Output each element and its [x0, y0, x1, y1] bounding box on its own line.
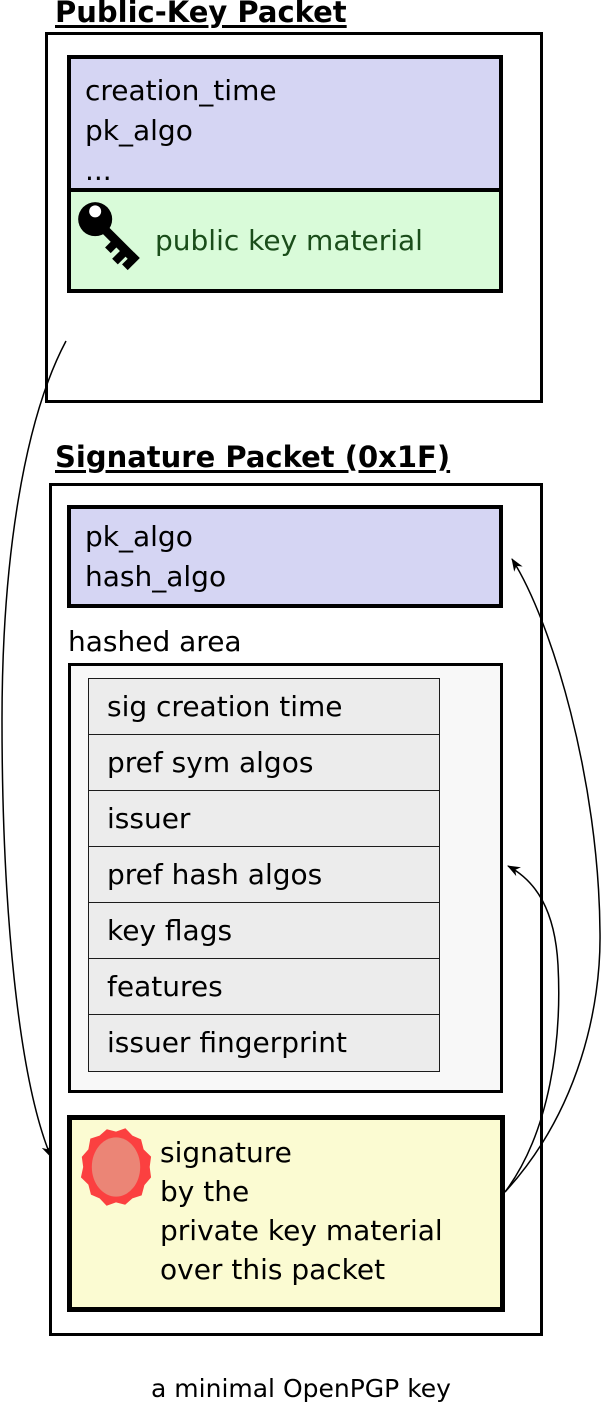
subpacket-row: pref hash algos — [89, 847, 439, 903]
signature-description-line: by the — [160, 1175, 250, 1208]
public-key-packet-title: Public-Key Packet — [55, 0, 347, 29]
signature-description-line: over this packet — [160, 1253, 386, 1286]
public-key-material-section: public key material — [71, 192, 499, 289]
subpacket-row: issuer fingerprint — [89, 1015, 439, 1071]
public-key-material-label: public key material — [155, 224, 423, 257]
seal-icon — [80, 1128, 152, 1206]
signature-value-box: signature by the private key material over … — [67, 1115, 505, 1312]
public-key-header-fields: creation_time pk_algo... — [71, 59, 499, 192]
signature-description: signature by the private key material over … — [160, 1133, 443, 1289]
subpacket-row: sig creation time — [89, 679, 439, 735]
signature-description-line: signature — [160, 1136, 292, 1169]
field-label: pk_algo — [85, 114, 193, 147]
key-icon — [78, 201, 140, 270]
subpacket-row: issuer — [89, 791, 439, 847]
diagram-caption: a minimal OpenPGP key — [151, 1374, 451, 1403]
field-label: hash_algo — [85, 560, 227, 593]
subpacket-row: key flags — [89, 903, 439, 959]
signature-packet-title: Signature Packet (0x1F) — [55, 440, 451, 474]
hashed-area-label: hashed area — [68, 625, 242, 658]
field-label: ... — [85, 154, 112, 187]
field-label: pk_algo — [85, 520, 193, 553]
signature-description-line: private key material — [160, 1214, 443, 1247]
subpacket-row: pref sym algos — [89, 735, 439, 791]
field-label: creation_time — [85, 74, 277, 107]
subpacket-row: features — [89, 959, 439, 1015]
public-key-packet-contents: creation_time pk_algo... public key mater… — [67, 55, 503, 293]
signature-header-fields: pk_algo hash_algo — [67, 505, 503, 608]
